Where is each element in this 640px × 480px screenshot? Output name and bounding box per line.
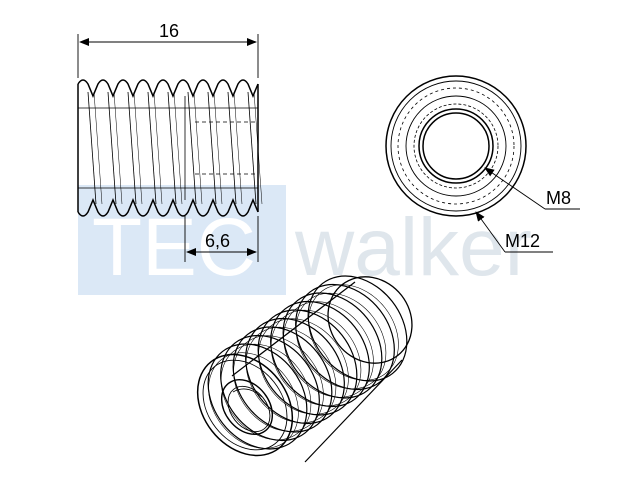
iso-rib bbox=[282, 292, 383, 399]
thread-flank bbox=[187, 91, 197, 205]
thread-flank-inner bbox=[253, 91, 263, 205]
thread-flank bbox=[127, 91, 137, 205]
dimension-length: 16 bbox=[77, 21, 259, 78]
thread-flank-inner bbox=[233, 91, 243, 205]
thread-flank bbox=[107, 91, 117, 205]
iso-bore bbox=[220, 379, 274, 435]
iso-rib bbox=[207, 343, 308, 450]
iso-rib bbox=[245, 317, 345, 425]
iso-rib bbox=[295, 283, 395, 391]
bottom-thread-profile bbox=[77, 198, 259, 217]
iso-rib bbox=[307, 275, 408, 382]
thread-flank bbox=[147, 91, 157, 205]
thread-flank-inner bbox=[93, 91, 103, 205]
iso-rib-groove bbox=[220, 343, 312, 441]
dimension-thread-depth: 6,6 bbox=[184, 216, 259, 262]
thread-flank bbox=[207, 91, 217, 205]
inner-thread-label: M8 bbox=[546, 188, 571, 208]
thread-flank bbox=[247, 91, 257, 205]
thread-flank-inner bbox=[133, 91, 143, 205]
thread-flank-inner bbox=[173, 91, 183, 205]
iso-rib-groove bbox=[283, 301, 374, 398]
iso-front-face bbox=[196, 353, 294, 457]
leader-outer-thread: M12 bbox=[475, 211, 553, 253]
thread-flank-inner bbox=[153, 91, 163, 205]
dimension-thread-depth-label: 6,6 bbox=[205, 231, 230, 251]
iso-rib-groove bbox=[295, 292, 387, 390]
top-thread-profile bbox=[77, 79, 259, 98]
watermark-logo-letters: TEC bbox=[92, 202, 256, 293]
thread-flank bbox=[227, 91, 237, 205]
thread-flanks bbox=[87, 91, 263, 205]
thread-flank bbox=[167, 91, 177, 205]
iso-ribs bbox=[207, 275, 408, 450]
isometric-view bbox=[196, 275, 413, 463]
iso-rib-groove bbox=[258, 318, 349, 415]
end-view bbox=[385, 75, 527, 217]
leader-inner-thread: M8 bbox=[484, 167, 580, 210]
iso-rib bbox=[257, 309, 358, 416]
side-view bbox=[77, 79, 263, 217]
iso-rib bbox=[220, 334, 320, 442]
iso-rib-groove bbox=[245, 326, 337, 424]
watermark: TEC walker bbox=[78, 185, 532, 295]
outer-thread-label: M12 bbox=[505, 231, 540, 251]
iso-rib-groove bbox=[308, 284, 399, 381]
iso-rib-groove bbox=[233, 335, 324, 432]
iso-rib bbox=[232, 326, 333, 433]
iso-rib bbox=[270, 300, 370, 408]
iso-rib-groove bbox=[270, 309, 362, 407]
dimension-length-label: 16 bbox=[159, 21, 179, 41]
thread-flank-inner bbox=[113, 91, 123, 205]
thread-flank bbox=[87, 91, 97, 205]
thread-flank-inner bbox=[193, 91, 203, 205]
thread-flank-inner bbox=[213, 91, 223, 205]
